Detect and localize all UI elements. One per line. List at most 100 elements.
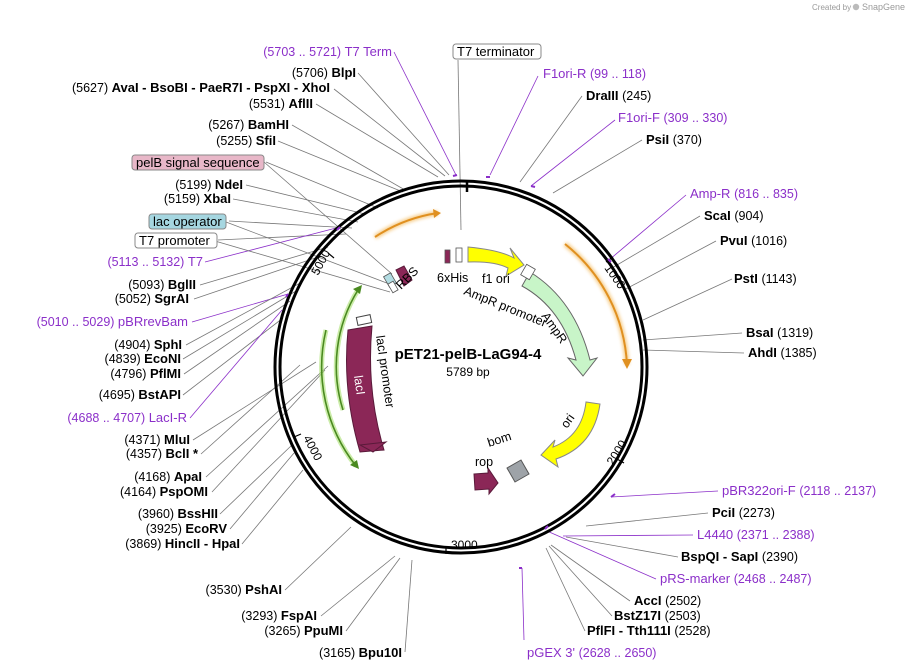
right-site-label: PstI (1143) (734, 271, 797, 286)
left-site-label: (3960) BssHII (138, 506, 218, 521)
left-site-label: (5093) BglII (128, 277, 196, 292)
left-site-label: (4688 .. 4707) LacI-R (67, 410, 187, 425)
site-position: (4796) (110, 367, 150, 381)
left-site-label: (3165) Bpu10I (319, 645, 402, 660)
site-position: (4357) (126, 447, 166, 461)
t7-promoter-box (387, 280, 399, 294)
tick-label-3000: 3000 (451, 538, 478, 552)
enzyme-name: SgrAI (154, 291, 189, 306)
left-site-label: (4796) PflMI (110, 366, 181, 381)
arc-green-outer-head (350, 460, 359, 469)
right-site-label: F1ori-R (99 .. 118) (543, 66, 646, 81)
left-site-label: (3869) HincII - HpaI (125, 536, 240, 551)
site-position: (4904) (114, 338, 154, 352)
enzyme-name: EcoNI (144, 351, 181, 366)
left-site-label: (5706) BlpI (292, 65, 356, 80)
left-site-label: (4839) EcoNI (105, 351, 181, 366)
left-site-label: (4357) BclI * (126, 446, 199, 461)
laci-promoter-label: lacI promoter (373, 334, 397, 408)
arc-orange-top-head (433, 209, 441, 218)
enzyme-name: BsaI (746, 325, 777, 340)
left-site-label: (5531) AflII (249, 96, 313, 111)
left-site-label: (4695) BstAPI (99, 387, 181, 402)
enzyme-name: ScaI (704, 208, 734, 223)
site-position: (3265) (264, 624, 304, 638)
site-position: (4371) (124, 433, 164, 447)
enzyme-name: HincII - HpaI (165, 536, 240, 551)
enzyme-name: AflII (288, 96, 313, 111)
left-site-label: (3925) EcoRV (146, 521, 228, 536)
left-site-label: (5255) SfiI (216, 133, 276, 148)
arc-orange-right (564, 243, 628, 366)
site-position: (2390) (762, 550, 798, 564)
callout-t7-terminator-text: T7 terminator (457, 44, 535, 59)
site-position: (4688 .. 4707) (67, 411, 148, 425)
left-site-label: (5010 .. 5029) pBRrevBam (37, 314, 188, 329)
primer-name: LacI-R (149, 410, 187, 425)
left-site-label: (4371) MluI (124, 432, 190, 447)
enzyme-name: BlpI (331, 65, 356, 80)
right-site-label: PciI (2273) (712, 505, 775, 520)
site-position: (3960) (138, 507, 178, 521)
site-position: (2503) (665, 609, 701, 623)
site-position: (5093) (128, 278, 168, 292)
pelb-arrow (395, 265, 413, 287)
laci-promoter-box (355, 314, 373, 326)
left-site-label: (4168) ApaI (134, 469, 202, 484)
laci-label: lacI (351, 374, 368, 395)
primer-name: pBRrevBam (118, 314, 188, 329)
site-position: (2528) (674, 624, 710, 638)
enzyme-name: PstI (734, 271, 761, 286)
site-position: (3869) (125, 537, 165, 551)
right-site-label: pGEX 3' (2628 .. 2650) (527, 645, 656, 660)
enzyme-name: SphI (154, 337, 182, 352)
right-site-label: pBR322ori-F (2118 .. 2137) (722, 483, 876, 498)
arc-green-inner (335, 289, 359, 411)
ampr-promoter-box (520, 263, 536, 281)
site-position: (5052) (115, 292, 155, 306)
left-site-label: (5159) XbaI (164, 191, 231, 206)
laci-feature-arrow (346, 325, 385, 453)
enzyme-name: PsiI (646, 132, 673, 147)
site-position: (1143) (761, 272, 796, 286)
left-site-label: (3293) FspAI (241, 608, 317, 623)
enzyme-name: BstZ17I (614, 608, 665, 623)
enzyme-name: BclI * (165, 446, 198, 461)
callout-lac-operator-text: lac operator (153, 214, 222, 229)
bom-label: bom (486, 429, 513, 450)
credit-brand: SnapGene (862, 2, 905, 12)
enzyme-name: MluI (164, 432, 190, 447)
enzyme-name: BssHII (178, 506, 218, 521)
primer-name: T7 Term (345, 44, 392, 59)
enzyme-name: BspQI - SapI (681, 549, 762, 564)
right-site-label: DraIII (245) (586, 88, 651, 103)
arc-green-outer (320, 329, 357, 467)
his-label: 6xHis (437, 271, 468, 285)
right-site-label: BspQI - SapI (2390) (681, 549, 798, 564)
leader-lines (182, 51, 745, 653)
right-site-label: PvuI (1016) (720, 233, 787, 248)
site-position: (904) (734, 209, 763, 223)
primer-name: pGEX 3' (527, 645, 579, 660)
right-site-label: PflFI - Tth111I (2528) (587, 623, 711, 638)
right-site-label: F1ori-F (309 .. 330) (618, 110, 727, 125)
enzyme-name: AvaI - BsoBI - PaeR7I - PspXI - XhoI (112, 80, 330, 95)
site-position: (4168) (134, 470, 174, 484)
enzyme-name: BamHI (248, 117, 289, 132)
primer-name: F1ori-R (543, 66, 590, 81)
enzyme-name: EcoRV (185, 521, 227, 536)
site-position: (3925) (146, 522, 186, 536)
right-site-label: AhdI (1385) (748, 345, 817, 360)
site-position: (4164) (120, 485, 160, 499)
credit-prefix: Created by (812, 3, 851, 12)
enzyme-name: PflFI - Tth111I (587, 623, 674, 638)
right-site-label: Amp-R (816 .. 835) (690, 186, 798, 201)
site-position: (816 .. 835) (734, 187, 798, 201)
plasmid-name: pET21-pelB-LaG94-4 (395, 346, 542, 363)
site-position: (5010 .. 5029) (37, 315, 118, 329)
enzyme-name: PflMI (150, 366, 181, 381)
f1-ori-label: f1 ori (482, 272, 510, 286)
enzyme-name: XbaI (204, 191, 231, 206)
his-tag-box (444, 249, 451, 264)
